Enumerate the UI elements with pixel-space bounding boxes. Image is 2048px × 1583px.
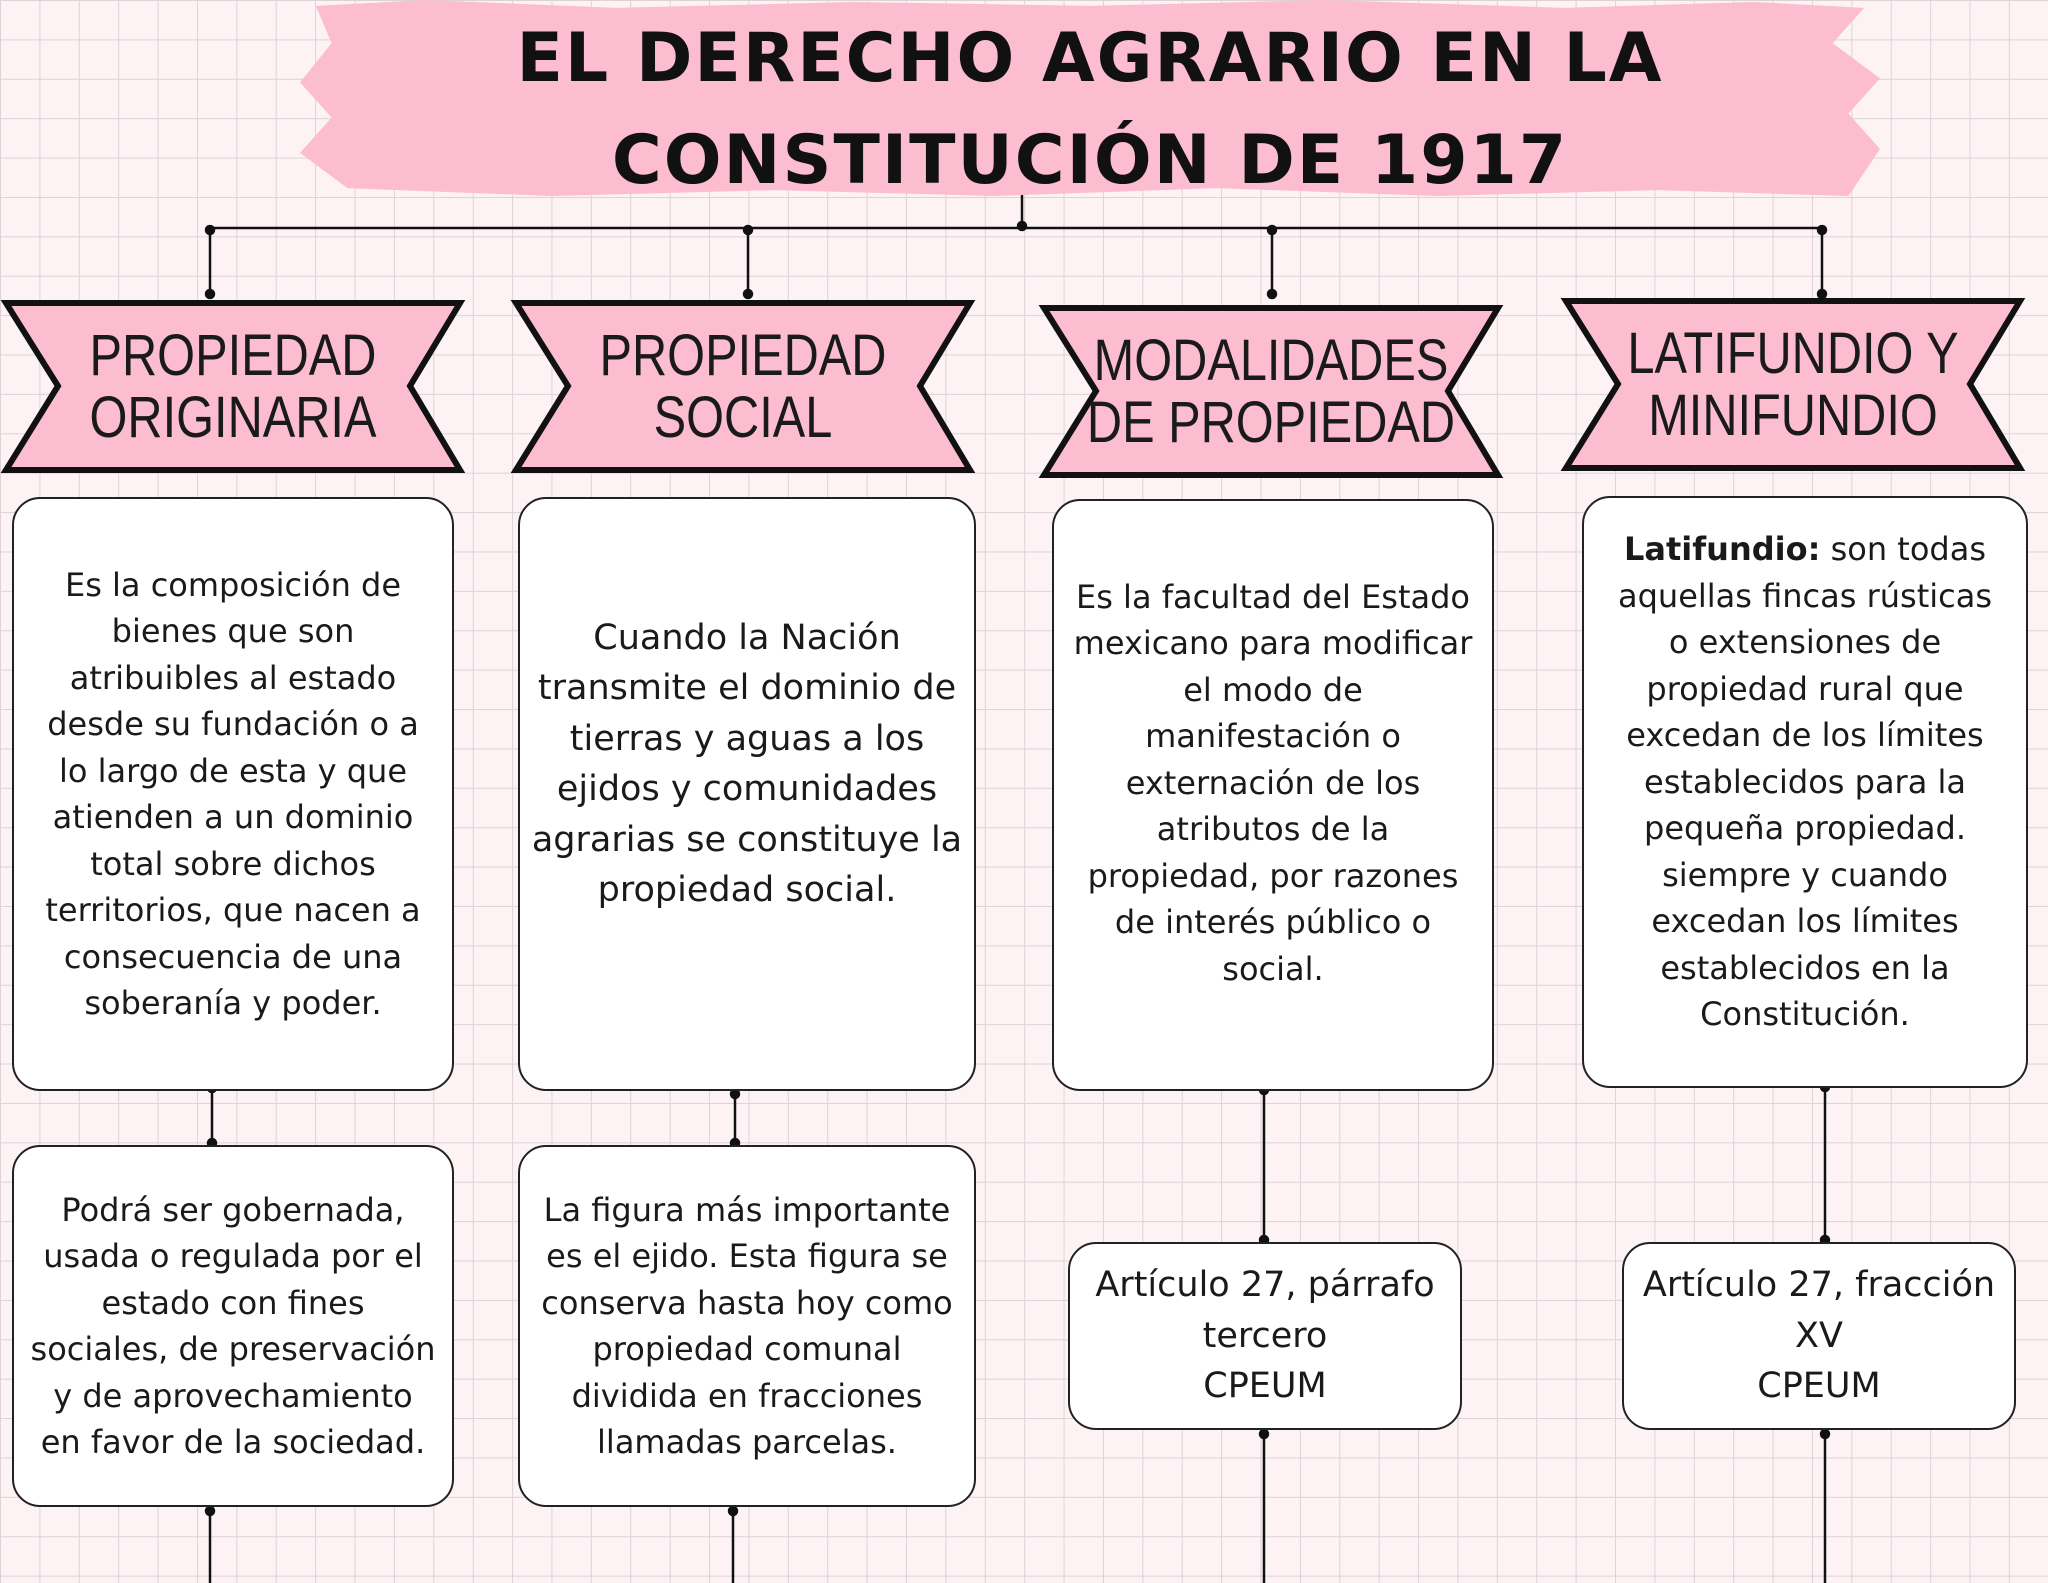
latifundio-term: Latifundio: [1624, 530, 1821, 569]
detail-text: Podrá ser gobernada, usada o regulada po… [30, 1190, 436, 1462]
heading-modalidades-de-propiedad: MODALIDADES DE PROPIEDAD [1038, 305, 1504, 478]
title-banner [300, 0, 1880, 196]
reference-card-modalidades-de-propiedad: Artículo 27, párrafo tercero CPEUM [1068, 1242, 1462, 1430]
detail-card-propiedad-social: La figura más importante es el ejido. Es… [518, 1145, 976, 1507]
reference-line-3: CPEUM [1203, 1366, 1327, 1407]
title-line-1: EL DERECHO AGRARIO EN LA [516, 19, 1664, 98]
heading-propiedad-originaria: PROPIEDAD ORIGINARIA [0, 300, 466, 473]
heading-line-2: ORIGINARIA [89, 384, 377, 450]
ribbon-shape [510, 300, 976, 473]
heading-line-1: LATIFUNDIO Y [1627, 320, 1959, 386]
detail-card-propiedad-originaria: Podrá ser gobernada, usada o regulada po… [12, 1145, 454, 1507]
reference-line-1: Artículo 27, fracción [1642, 1265, 1996, 1306]
ribbon-shape [1560, 298, 2026, 471]
description-text: son todas aquellas fincas rústicas o ext… [1617, 530, 1993, 1034]
description-text: Cuando la Nación transmite el dominio de… [531, 617, 963, 911]
heading-line-2: MINIFUNDIO [1648, 382, 1938, 448]
description-card-propiedad-originaria: Es la composición de bienes que son atri… [12, 497, 454, 1091]
heading-latifundio-y-minifundio: LATIFUNDIO Y MINIFUNDIO [1560, 298, 2026, 471]
heading-propiedad-social: PROPIEDAD SOCIAL [510, 300, 976, 473]
description-card-modalidades-de-propiedad: Es la facultad del Estado mexicano para … [1052, 499, 1494, 1091]
description-card-propiedad-social: Cuando la Nación transmite el dominio de… [518, 497, 976, 1091]
reference-line-1: Artículo 27, párrafo [1095, 1265, 1435, 1306]
ribbon-shape [0, 300, 466, 473]
heading-line-1: PROPIEDAD [599, 322, 887, 388]
ribbon-shape [1038, 305, 1504, 478]
heading-line-2: DE PROPIEDAD [1086, 389, 1456, 455]
heading-line-2: SOCIAL [653, 384, 833, 450]
description-card-latifundio-y-minifundio: Latifundio: son todas aquellas fincas rú… [1582, 496, 2028, 1088]
heading-line-1: PROPIEDAD [89, 322, 377, 388]
detail-text: La figura más importante es el ejido. Es… [541, 1190, 953, 1462]
page-title: EL DERECHO AGRARIO EN LA CONSTITUCIÓN DE… [300, 8, 1880, 200]
reference-line-2: XV [1795, 1315, 1843, 1356]
reference-card-latifundio-y-minifundio: Artículo 27, fracción XV CPEUM [1622, 1242, 2016, 1430]
title-line-2: CONSTITUCIÓN DE 1917 [611, 121, 1569, 200]
description-text: Es la facultad del Estado mexicano para … [1073, 577, 1473, 988]
reference-line-2: tercero [1202, 1315, 1328, 1356]
heading-line-1: MODALIDADES [1093, 327, 1449, 393]
reference-line-3: CPEUM [1757, 1366, 1881, 1407]
description-text: Es la composición de bienes que son atri… [45, 565, 421, 1023]
